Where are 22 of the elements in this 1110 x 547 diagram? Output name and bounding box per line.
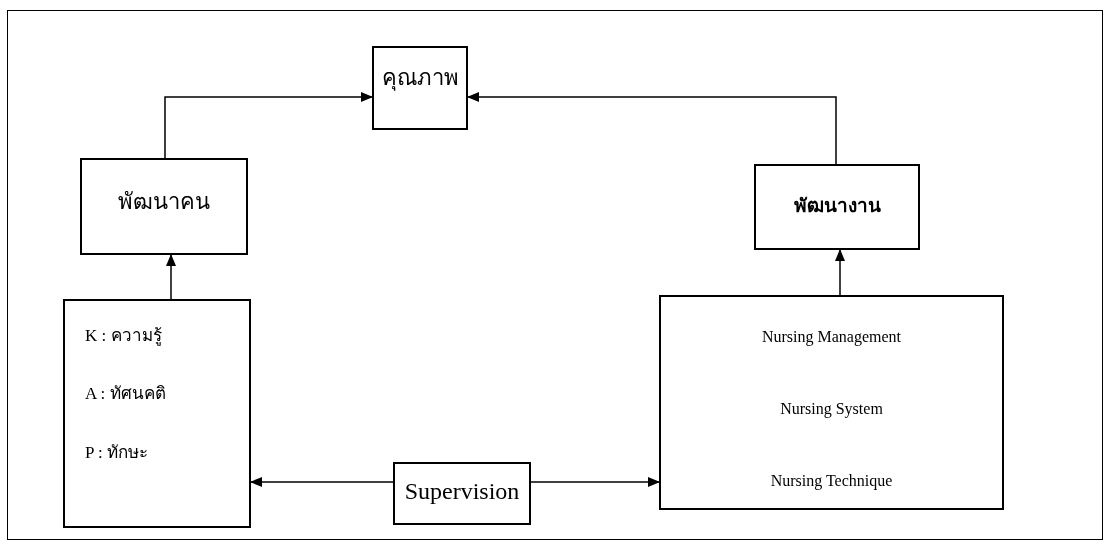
arrow [250, 477, 394, 487]
arrow [166, 254, 176, 300]
box-text: พัฒนางาน [793, 194, 881, 218]
arrow [164, 92, 373, 159]
box-text: Nursing Technique [770, 471, 893, 491]
box-text: P : ทักษะ [85, 441, 149, 463]
process-box [659, 295, 1004, 510]
box-text: Supervision [404, 477, 520, 506]
box-text: พัฒนาคน [118, 188, 210, 216]
arrow [835, 249, 845, 296]
process-box [754, 164, 920, 250]
arrow [467, 92, 837, 165]
box-text: Nursing System [780, 399, 883, 419]
box-text: Nursing Management [761, 327, 902, 347]
box-text: K : ความรู้ [85, 325, 162, 347]
arrow [530, 477, 660, 487]
process-box [393, 462, 531, 525]
process-box [80, 158, 248, 255]
box-text: คุณภาพ [381, 64, 459, 92]
process-box [63, 299, 251, 528]
process-box [372, 46, 468, 130]
box-text: A : ทัศนคติ [85, 383, 166, 405]
